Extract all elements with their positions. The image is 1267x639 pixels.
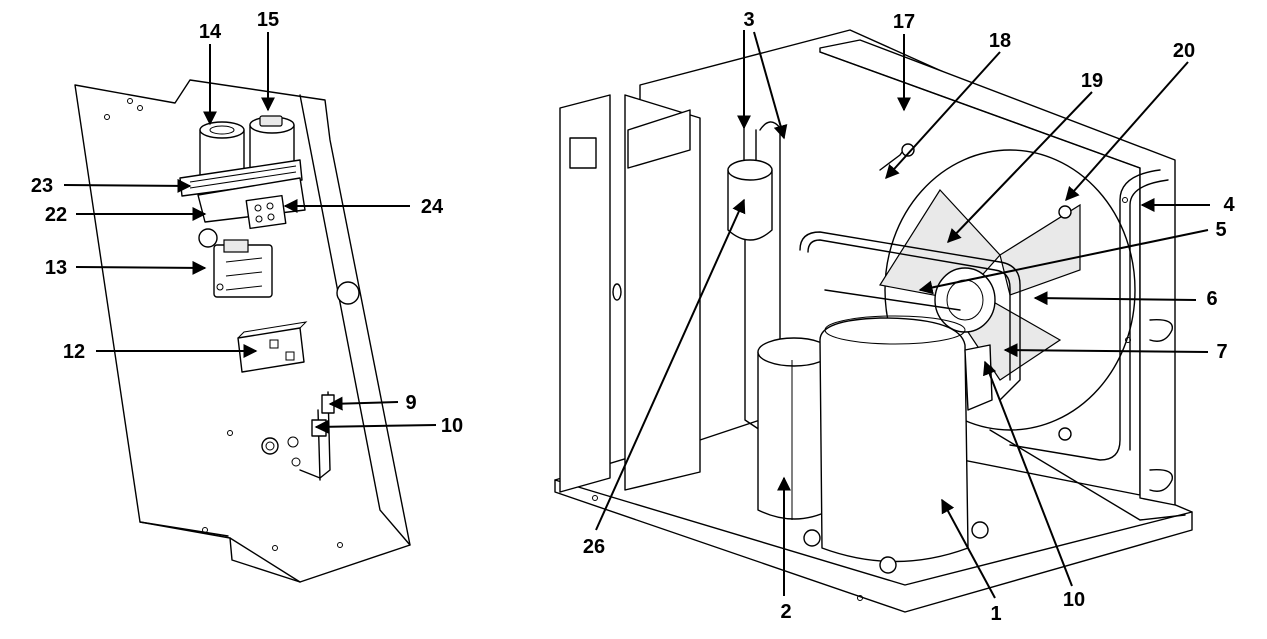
left-panel (559, 94, 611, 493)
service-valve (901, 143, 915, 157)
callout-22: 22 (45, 204, 67, 226)
condensing-unit: 3 17 18 19 20 4 5 6 7 26 2 1 10 (554, 9, 1235, 625)
callout-5: 5 (1215, 219, 1226, 241)
accumulator (727, 121, 781, 431)
callout-1: 1 (990, 603, 1001, 625)
callout-10-panel: 10 (441, 415, 463, 437)
contactor (213, 239, 273, 298)
leader-18 (885, 51, 1001, 180)
terminal-block (245, 194, 287, 230)
receiver (757, 337, 831, 520)
knockout-hole (336, 281, 360, 305)
callout-20: 20 (1173, 40, 1195, 62)
callout-9: 9 (405, 392, 416, 414)
leader-10 (314, 419, 437, 434)
service-valve (1058, 427, 1072, 441)
front-post (624, 94, 701, 491)
leader-9 (328, 396, 399, 411)
left-panel-cutout (569, 137, 597, 169)
base-pan (554, 479, 1193, 613)
callout-19: 19 (1081, 70, 1103, 92)
electrical-panel: 14 15 23 22 24 13 12 9 10 (31, 9, 463, 583)
callout-7: 7 (1216, 341, 1227, 363)
service-valve (1058, 205, 1072, 219)
leader-6 (1033, 291, 1197, 306)
fan-motor (934, 267, 996, 333)
callout-2: 2 (780, 601, 791, 623)
leader-5 (918, 229, 1209, 295)
lifting-loop (1149, 319, 1174, 342)
lifting-loop (1149, 469, 1174, 492)
callout-10-unit: 10 (1063, 589, 1085, 611)
callout-17: 17 (893, 11, 915, 33)
compressor (803, 315, 993, 574)
callout-14: 14 (199, 21, 222, 43)
leader-13 (75, 260, 207, 275)
leader-20 (1065, 61, 1189, 202)
knockout-hole (198, 228, 218, 248)
callout-15: 15 (257, 9, 279, 31)
callout-12: 12 (63, 341, 85, 363)
callout-3: 3 (743, 9, 754, 31)
leader-7 (1003, 343, 1209, 358)
callout-13: 13 (45, 257, 67, 279)
callout-26: 26 (583, 536, 605, 558)
leader-3b (753, 31, 788, 140)
leader-1 (941, 498, 996, 599)
relay (237, 321, 308, 373)
discharge-line (799, 231, 1021, 401)
callout-23: 23 (31, 175, 53, 197)
leader-19 (947, 91, 1093, 244)
leader-23 (63, 178, 192, 193)
callout-4: 4 (1223, 194, 1235, 216)
leader-26 (595, 198, 746, 531)
callout-24: 24 (421, 196, 444, 218)
fan-blade (999, 203, 1081, 296)
callout-6: 6 (1206, 288, 1217, 310)
callout-18: 18 (989, 30, 1011, 52)
leader-10b (983, 360, 1073, 587)
